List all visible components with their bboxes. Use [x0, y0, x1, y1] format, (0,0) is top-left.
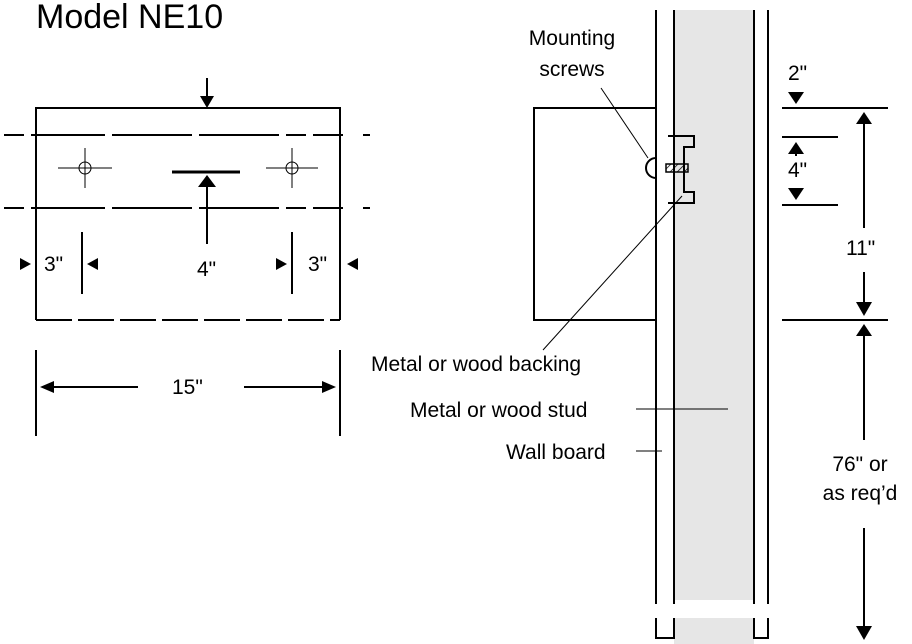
right-hole-mark — [266, 148, 318, 188]
floor-dim-label-line2: as req’d — [823, 482, 898, 505]
left-dim-label: 3" — [44, 253, 63, 276]
wall-stud — [674, 10, 754, 600]
screw-hatch — [665, 163, 689, 173]
right-dim-label: 3" — [308, 253, 327, 276]
height-dim-label: 11" — [846, 237, 875, 260]
page-title: Model NE10 — [36, 0, 223, 36]
mounting-screws-label: Mounting — [529, 27, 615, 50]
wall-board-label: Wall board — [506, 441, 606, 464]
width-dim-label: 15" — [172, 376, 203, 399]
unit-side-profile — [533, 107, 656, 321]
unit-outline — [35, 107, 341, 320]
floor-dim-label-line1: 76" or — [832, 453, 887, 476]
left-hole-mark — [58, 148, 112, 188]
stud-label: Metal or wood stud — [410, 399, 587, 422]
front-view: 4" 3" 3" 15" — [4, 78, 376, 436]
mounting-screws-label-line2: screws — [539, 58, 604, 81]
center-dim-label: 4" — [197, 258, 216, 281]
side-view: Mounting screws Metal or wood backing Me… — [371, 10, 897, 644]
top-dim-label: 2" — [788, 62, 807, 85]
backing-label: Metal or wood backing — [371, 353, 581, 376]
bracket-dim-label: 4" — [788, 159, 807, 182]
screw-head-icon — [645, 157, 657, 179]
